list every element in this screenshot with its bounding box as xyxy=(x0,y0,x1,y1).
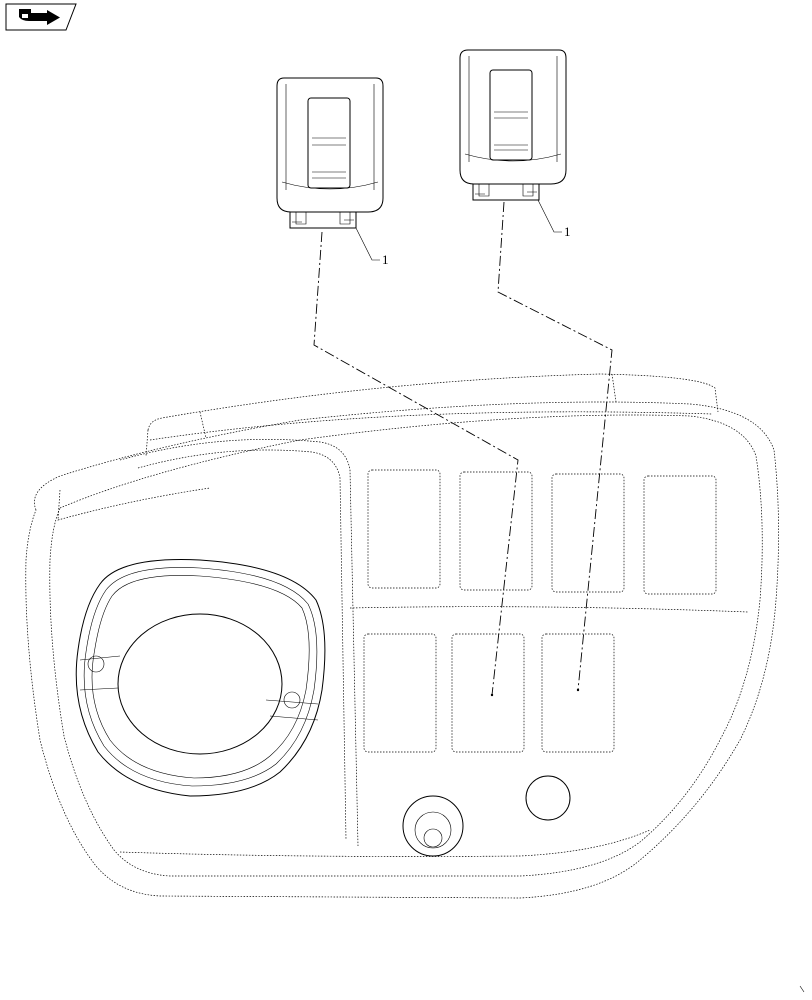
corner-tick xyxy=(799,985,805,993)
callout-leader-right xyxy=(537,199,562,233)
rocker-switch-left xyxy=(276,77,384,229)
target-point-left xyxy=(490,693,494,697)
target-point-right xyxy=(576,688,580,692)
callout-label-right: 1 xyxy=(564,224,571,239)
callout-label-left: 1 xyxy=(382,252,389,267)
next-page-arrow-icon[interactable] xyxy=(5,3,77,31)
callout-leader-left xyxy=(355,227,380,261)
rocker-switch-right xyxy=(459,49,567,201)
instrument-panel-housing xyxy=(25,373,779,899)
installation-path-right xyxy=(497,201,613,691)
installation-path-left xyxy=(313,231,519,696)
